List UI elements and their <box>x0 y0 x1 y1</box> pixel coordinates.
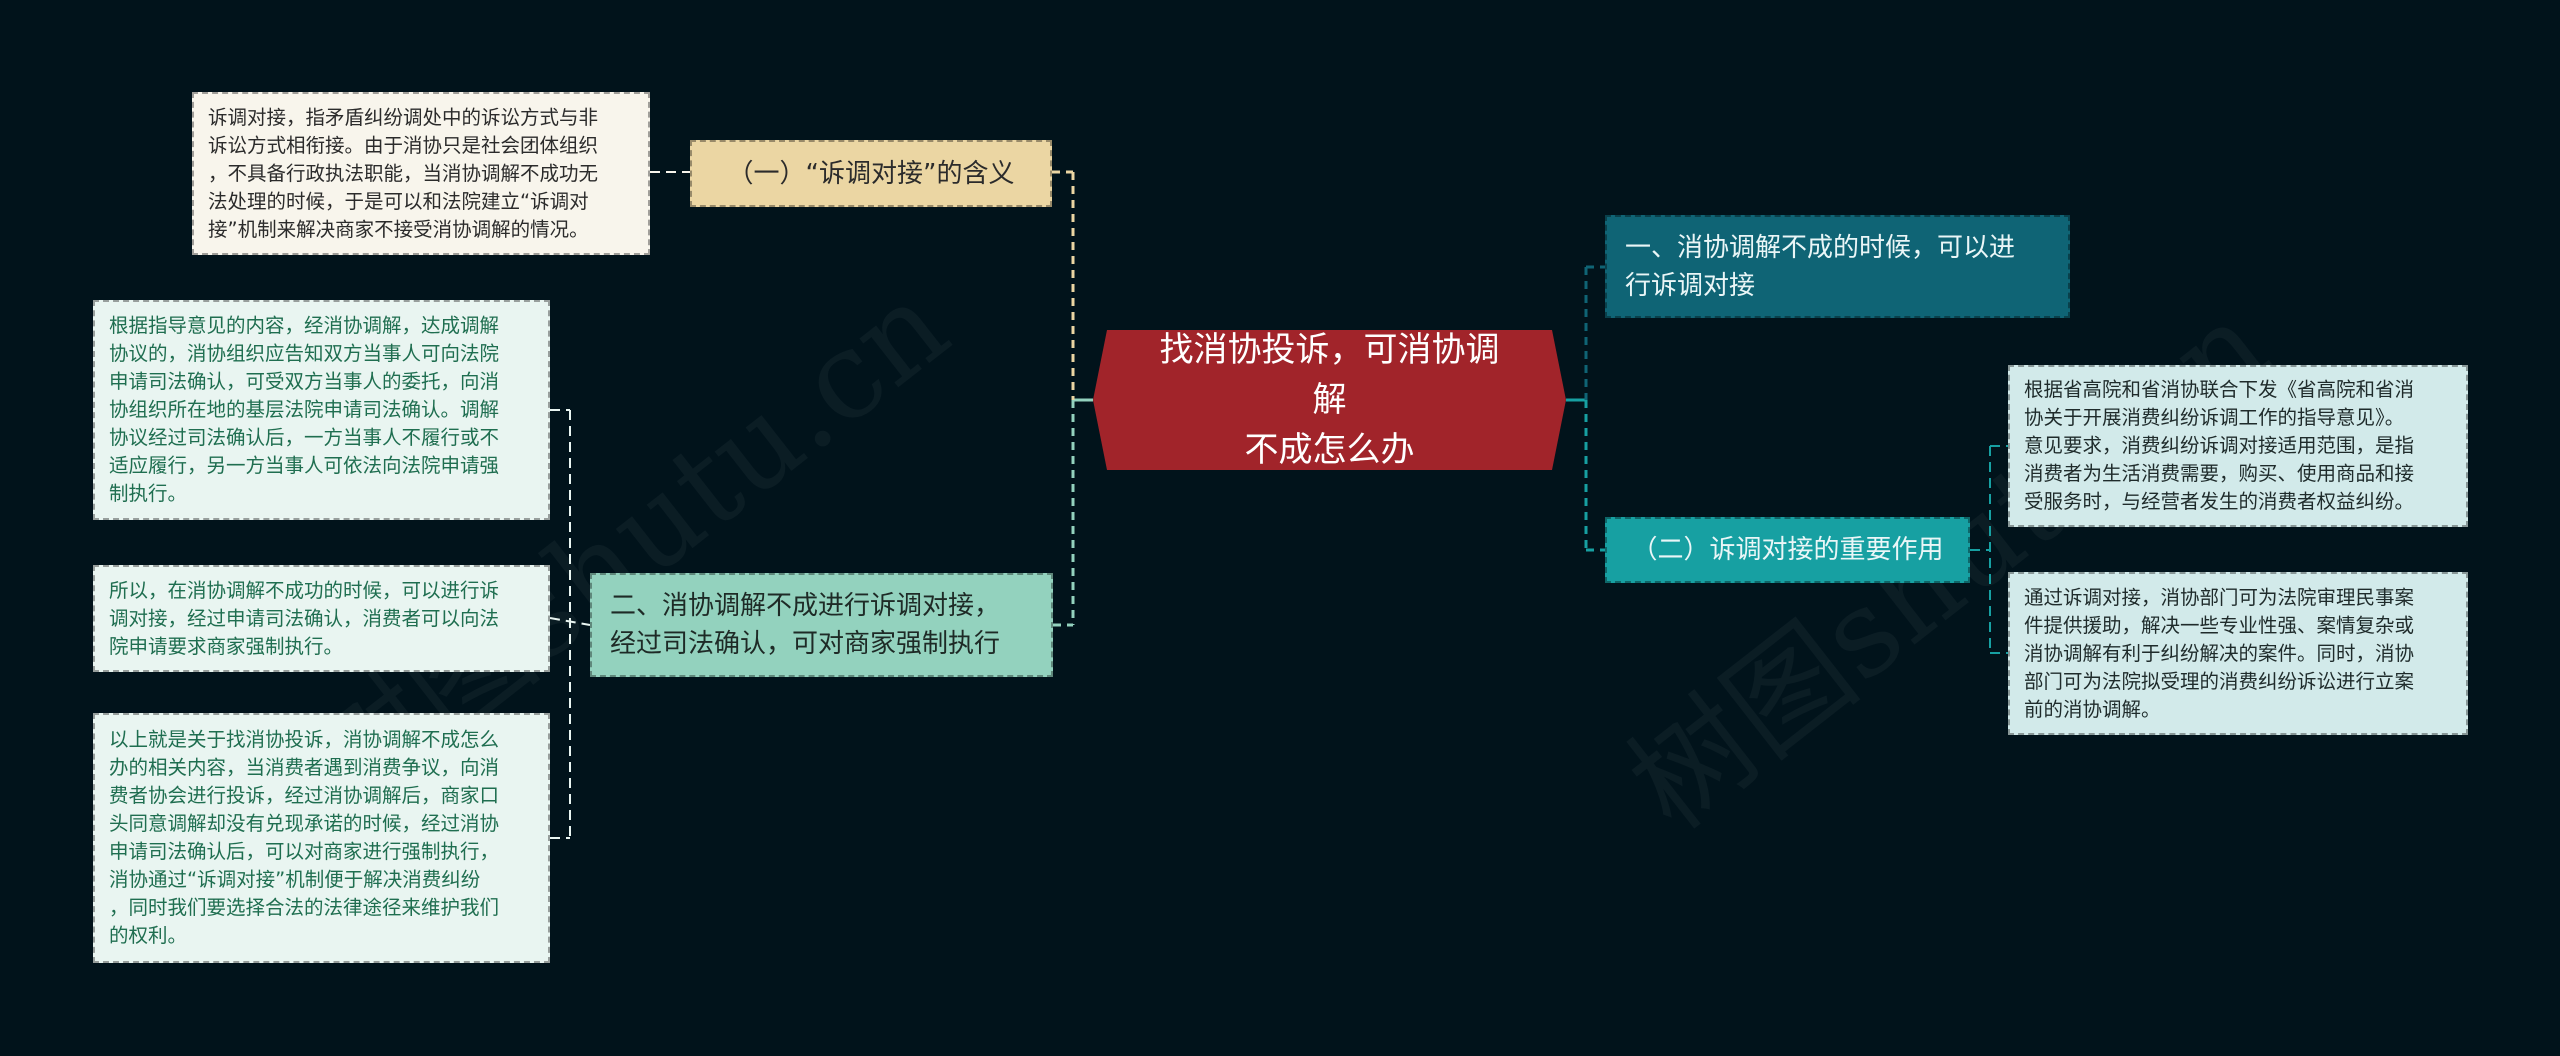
leaf-definition[interactable]: 诉调对接，指矛盾纠纷调处中的诉讼方式与非 诉讼方式相衔接。由于消协只是社会团体组… <box>192 92 650 255</box>
leaf-line: 根据省高院和省消协联合下发《省高院和省消 <box>2024 378 2415 401</box>
leaf-line: 消费者为生活消费需要，购买、使用商品和接 <box>2024 462 2415 485</box>
leaf-scope[interactable]: 根据省高院和省消协联合下发《省高院和省消 协关于开展消费纠纷诉调工作的指导意见》… <box>2008 365 2468 527</box>
leaf-conclusion-enforcement[interactable]: 所以，在消协调解不成功的时候，可以进行诉 调对接，经过申请司法确认，消费者可以向… <box>93 565 550 672</box>
leaf-line: 诉讼方式相衔接。由于消协只是社会团体组织 <box>208 133 599 157</box>
node-meaning-of-litigation-mediation[interactable]: （一）“诉调对接”的含义 <box>690 140 1052 207</box>
leaf-line: 适应履行，另一方当事人可依法向法院申请强 <box>109 454 500 477</box>
leaf-line: 申请司法确认后，可以对商家进行强制执行， <box>109 840 500 863</box>
node-label-line2: 行诉调对接 <box>1625 270 1756 301</box>
leaf-line: 部门可为法院拟受理的消费纠纷诉讼进行立案 <box>2024 669 2415 693</box>
leaf-line: 申请司法确认，可受双方当事人的委托，向消 <box>109 370 500 393</box>
leaf-line: 受服务时，与经营者发生的消费者权益纠纷。 <box>2024 490 2415 513</box>
leaf-line: 根据指导意见的内容，经消协调解，达成调解 <box>109 314 500 337</box>
leaf-line: 通过诉调对接，消协部门可为法院审理民事案 <box>2024 585 2415 609</box>
leaf-line: 协组织所在地的基层法院申请司法确认。调解 <box>109 398 500 421</box>
leaf-line: 费者协会进行投诉，经过消协调解后，商家口 <box>109 784 500 807</box>
leaf-line: 头同意调解却没有兑现承诺的时候，经过消协 <box>109 812 500 835</box>
leaf-line: 前的消协调解。 <box>2024 697 2161 721</box>
leaf-line: 协议经过司法确认后，一方当事人不履行或不 <box>109 426 500 449</box>
leaf-line: 调对接，经过申请司法确认，消费者可以向法 <box>109 606 500 630</box>
leaf-assistance[interactable]: 通过诉调对接，消协部门可为法院审理民事案 件提供援助，解决一些专业性强、案情复杂… <box>2008 572 2468 735</box>
node-label-line2: 经过司法确认，可对商家强制执行 <box>610 629 1001 659</box>
leaf-line: ，不具备行政执法职能，当消协调解不成功无 <box>208 161 599 185</box>
node-judicial-confirmation[interactable]: 二、消协调解不成进行诉调对接， 经过司法确认，可对商家强制执行 <box>590 573 1053 677</box>
leaf-line: 消协调解有利于纠纷解决的案件。同时，消协 <box>2024 641 2415 665</box>
leaf-line: 协议的，消协组织应告知双方当事人可向法院 <box>109 342 500 365</box>
leaf-line: 件提供援助，解决一些专业性强、案情复杂或 <box>2024 613 2415 637</box>
leaf-line: ，同时我们要选择合法的法律途径来维护我们 <box>109 896 500 919</box>
leaf-line: 制执行。 <box>109 482 188 505</box>
central-topic-line2: 不成怎么办 <box>1244 430 1415 470</box>
leaf-summary[interactable]: 以上就是关于找消协投诉，消协调解不成怎么 办的相关内容，当消费者遇到消费争议，向… <box>93 713 550 963</box>
node-importance[interactable]: （二）诉调对接的重要作用 <box>1605 517 1970 583</box>
leaf-line: 以上就是关于找消协投诉，消协调解不成怎么 <box>109 728 500 751</box>
leaf-line: 消协通过“诉调对接”机制便于解决消费纠纷 <box>109 868 481 891</box>
leaf-line: 院申请要求商家强制执行。 <box>109 634 344 658</box>
node-label-line1: 一、消协调解不成的时候，可以进 <box>1625 232 2016 263</box>
hexagon-shape <box>1093 330 1566 470</box>
central-topic[interactable]: 找消协投诉，可消协调解 不成怎么办 <box>1093 330 1566 470</box>
leaf-line: 的权利。 <box>109 924 188 947</box>
leaf-line: 法处理的时候，于是可以和法院建立“诉调对 <box>208 189 589 213</box>
leaf-line: 接”机制来解决商家不接受消协调解的情况。 <box>208 217 589 241</box>
node-label: （二）诉调对接的重要作用 <box>1631 535 1944 565</box>
node-when-mediation-fails[interactable]: 一、消协调解不成的时候，可以进 行诉调对接 <box>1605 215 2070 318</box>
central-topic-line1: 找消协投诉，可消协调解 <box>1159 330 1500 420</box>
leaf-line: 诉调对接，指矛盾纠纷调处中的诉讼方式与非 <box>208 105 599 129</box>
leaf-line: 所以，在消协调解不成功的时候，可以进行诉 <box>109 578 500 602</box>
leaf-line: 办的相关内容，当消费者遇到消费争议，向消 <box>109 756 500 779</box>
node-label: （一）“诉调对接”的含义 <box>727 158 1015 189</box>
leaf-line: 协关于开展消费纠纷诉调工作的指导意见》。 <box>2024 406 2405 429</box>
leaf-line: 意见要求，消费纠纷诉调对接适用范围，是指 <box>2024 434 2415 457</box>
node-label-line1: 二、消协调解不成进行诉调对接， <box>610 591 1001 621</box>
leaf-guidance-content[interactable]: 根据指导意见的内容，经消协调解，达成调解 协议的，消协组织应告知双方当事人可向法… <box>93 300 550 520</box>
